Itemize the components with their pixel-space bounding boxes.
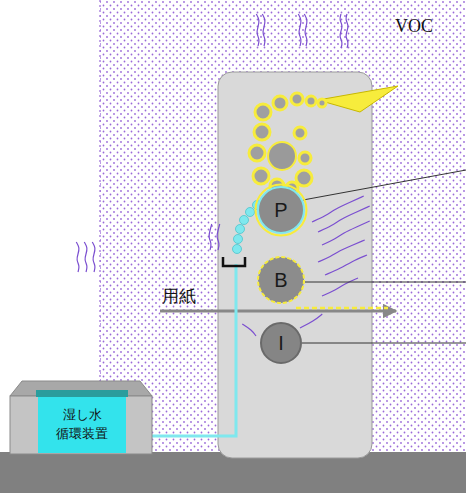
cylinder-letter: P (274, 199, 287, 222)
ink-roller (294, 127, 306, 139)
plate-cylinder: P (254, 183, 308, 237)
water-tray (223, 257, 245, 266)
press-frame (218, 72, 372, 458)
unit-label: 湿し水 循環装置 (42, 406, 122, 444)
ink-drum (268, 142, 296, 170)
printed-ink (296, 307, 388, 310)
voc-wave (298, 14, 301, 46)
voc-wave (76, 242, 79, 272)
water-roller (240, 216, 249, 225)
voc-wave (84, 242, 87, 272)
ink-roller (296, 170, 312, 186)
water-roller (246, 208, 255, 217)
paper-label: 用紙 (162, 285, 196, 308)
voc-wave (262, 14, 265, 46)
ink-roller (273, 96, 287, 110)
unit-cap (10, 381, 152, 396)
leader-line (302, 343, 466, 344)
ink-roller (249, 145, 265, 161)
water-roller (234, 235, 243, 244)
voc-label: VOC (395, 16, 433, 37)
voc-wave (209, 224, 212, 250)
ink-roller (253, 168, 269, 184)
water-roller (233, 245, 242, 254)
ink-roller (255, 104, 271, 120)
blanket-cylinder: B (254, 253, 308, 307)
voc-wave (322, 278, 358, 296)
ink-roller (318, 99, 326, 107)
circulation-unit: 湿し水 循環装置 (38, 397, 126, 453)
voc-wave (304, 14, 307, 46)
unit-housing (10, 396, 152, 454)
leader-line (303, 170, 466, 200)
voc-wave (312, 196, 364, 222)
voc-wave (318, 206, 370, 232)
voc-wave (346, 14, 348, 48)
voc-wave (217, 224, 220, 250)
cylinder-letter: B (274, 269, 287, 292)
ink-fountain (318, 86, 398, 112)
voc-wave (340, 14, 342, 48)
voc-waves (76, 14, 369, 336)
voc-wave (325, 255, 367, 275)
ink-roller (254, 124, 270, 140)
voc-wave (242, 324, 256, 336)
voc-wave (300, 314, 322, 328)
ink-roller (291, 93, 303, 105)
ink-roller (299, 152, 311, 164)
impression-cylinder: I (257, 319, 305, 367)
voc-wave (92, 242, 95, 272)
voc-wave (256, 14, 259, 46)
paper-path (160, 310, 396, 313)
ink-rollers (249, 93, 326, 194)
leader-line (305, 282, 466, 283)
ink-roller (306, 96, 316, 106)
water-roller (236, 225, 245, 234)
cylinder-letter: I (278, 332, 284, 355)
unit-lid (36, 390, 128, 397)
